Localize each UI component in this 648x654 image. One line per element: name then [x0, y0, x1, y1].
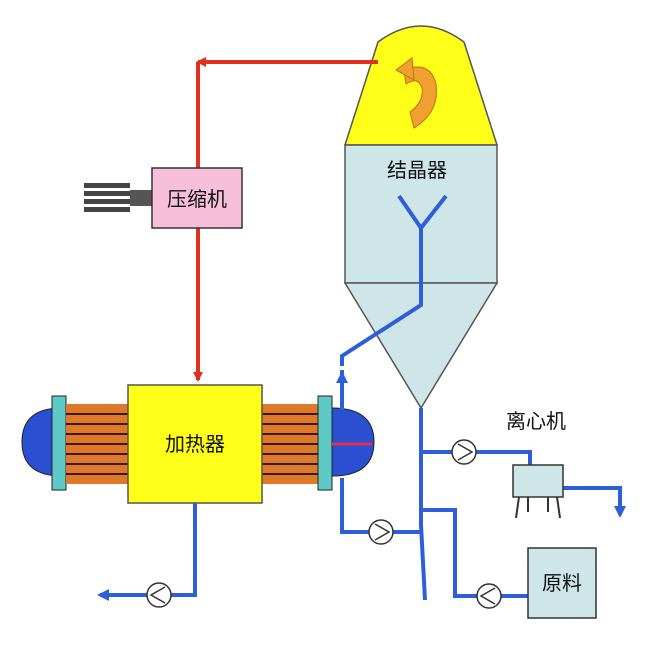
centrifuge: 离心机 [506, 409, 566, 519]
heater-right-cap [331, 407, 375, 477]
raw-material-label: 原料 [542, 571, 582, 595]
raw-material: 原料 [527, 547, 597, 619]
heater-left-flange [51, 395, 67, 491]
crystallizer: 结晶器 [343, 25, 499, 410]
compressor-label: 压缩机 [167, 187, 227, 211]
heater-right-flange [317, 395, 333, 491]
pump-icon [476, 583, 502, 609]
pump-icon [451, 439, 477, 465]
swirl-arrow-icon [395, 57, 438, 129]
heater-body [127, 384, 263, 504]
motor-icon [84, 183, 152, 212]
compressor-box [151, 167, 243, 229]
pump-icon [368, 519, 394, 545]
vapor-line [193, 57, 378, 382]
crystallizer-label: 结晶器 [387, 158, 447, 182]
heater: 加热器 [21, 384, 375, 504]
pump-icon [146, 582, 172, 608]
compressor: 压缩机 [84, 167, 243, 229]
centrifuge-label: 离心机 [506, 409, 566, 433]
heater-label: 加热器 [165, 432, 225, 456]
raw-material-box [527, 547, 597, 619]
centrifuge-box [512, 464, 564, 498]
liquid-lines [97, 194, 626, 601]
